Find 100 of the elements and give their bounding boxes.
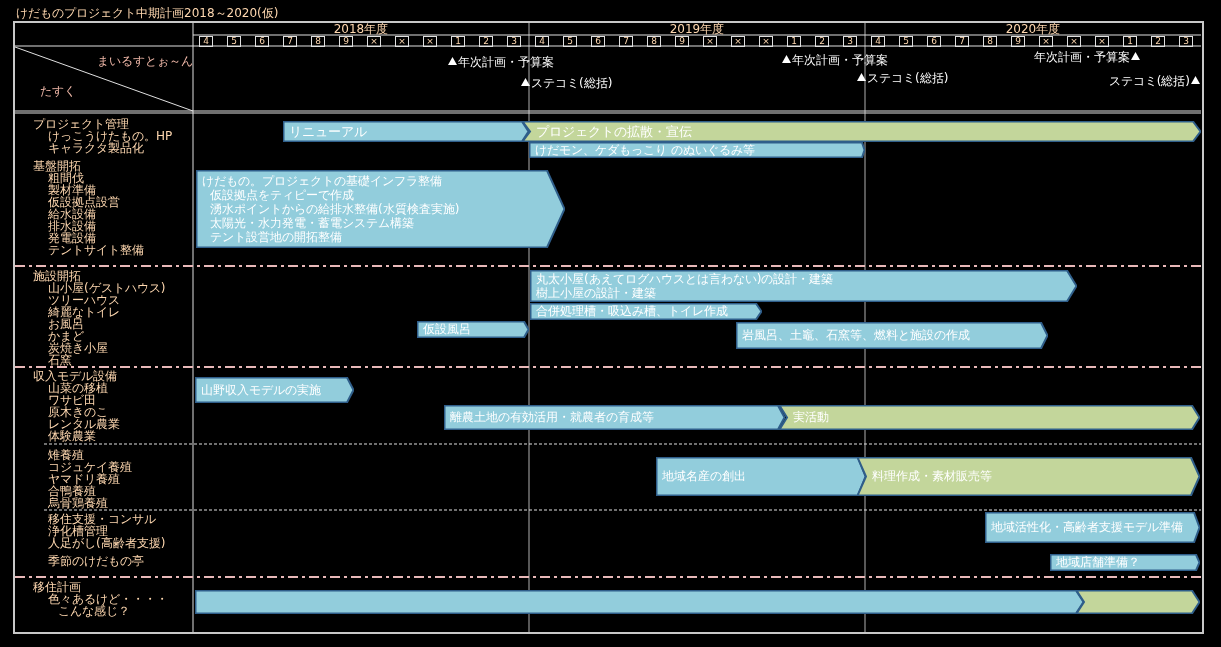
month-label: 3 [507,36,521,47]
fiscal-year-label: 2019年度 [668,23,726,35]
task-bar [195,377,354,403]
milestone-label: 年次計画・予算案 [458,55,554,69]
bar-label: 地域名産の創出 [662,469,747,484]
task-name: 移住計画 [33,581,81,593]
task-name: 発電設備 [48,232,96,244]
month-label: × [395,36,409,47]
month-label: 1 [787,36,801,47]
task-name: 製材準備 [48,184,96,196]
month-label: 8 [311,36,325,47]
task-name: 石窯 [48,354,72,366]
task-name: 季節のけだもの亭 [48,555,144,567]
task-name: 人足がし(高齢者支援) [48,537,166,549]
task-name: 仮設拠点設営 [48,196,120,208]
task-name: お風呂 [48,318,84,330]
month-label: 7 [955,36,969,47]
task-name: ツリーハウス [48,294,120,306]
task-bar [656,457,866,496]
task-bar [985,512,1200,543]
month-label: × [731,36,745,47]
bar-label: 仮設拠点をティピーで作成 [209,188,355,202]
task-name: 浄化槽管理 [48,525,108,537]
bar-label: 合併処理槽・吸込み槽、トイレ作成 [536,304,729,319]
month-label: 3 [843,36,857,47]
month-label: 3 [1179,36,1193,47]
month-label: × [759,36,773,47]
month-label: 2 [1151,36,1165,47]
bar-label: 実活動 [793,410,830,425]
task-bar [736,322,1048,349]
month-label: 6 [255,36,269,47]
task-name: 基盤開拓 [33,160,81,172]
bar-label: プロジェクトの拡散・宣伝 [536,124,693,139]
task-name: 体験農業 [48,430,96,442]
fiscal-year-label: 2018年度 [332,23,390,35]
fiscal-year-label: 2020年度 [1004,23,1062,35]
month-label: 5 [563,36,577,47]
month-label: 2 [479,36,493,47]
chart-title: けだものプロジェクト中期計画2018～2020(仮) [16,6,279,20]
month-label: 9 [339,36,353,47]
task-bar [779,405,1200,430]
month-label: × [1039,36,1053,47]
month-label: 6 [591,36,605,47]
milestone-label: 年次計画・予算案 [1034,50,1130,64]
month-label: 7 [619,36,633,47]
month-label: 9 [675,36,689,47]
task-bar [196,170,565,248]
month-label: 5 [899,36,913,47]
month-label: 1 [451,36,465,47]
bar-label: 岩風呂、土竈、石窯等、燃料と施設の作成 [742,328,971,343]
month-label: 5 [227,36,241,47]
task-name: 山菜の移植 [48,382,108,394]
milestone-label: ステコミ(総括) [531,76,613,90]
bar-label: けだモン、ケダもっこり のぬいぐるみ等 [535,142,756,158]
task-name: 施設開拓 [33,270,81,282]
bar-label: リニューアル [289,124,368,139]
milestone-label: 年次計画・予算案 [792,53,888,67]
task-name: けっこうけたもの。HP [48,130,173,142]
task-name: かまど [48,330,84,342]
month-label: × [1095,36,1109,47]
task-name: ヤマドリ養殖 [48,473,120,485]
bar-label: 山野収入モデルの実施 [201,382,322,398]
task-bar [1050,554,1200,571]
month-label: 1 [1123,36,1137,47]
month-label: 2 [815,36,829,47]
month-label: 4 [199,36,213,47]
task-name: 排水設備 [48,220,96,232]
task-bar [417,321,529,338]
task-name: キャラクタ製品化 [48,142,144,154]
bar-label: 太陽光・水力発電・蓄電システム構築 [209,216,415,230]
bar-label: 仮設風呂 [423,322,472,337]
task-name: 原木きのこ [48,406,108,418]
task-name: ワサビ田 [48,394,96,406]
month-label: 6 [927,36,941,47]
task-bar [283,121,529,142]
bar-label: 樹上小屋の設計・建築 [536,286,657,300]
month-label: × [703,36,717,47]
task-name: 給水設備 [48,208,96,220]
month-label: 7 [283,36,297,47]
task-name: レンタル農業 [48,418,120,430]
bar-label: 料理作成・素材販売等 [872,469,993,484]
column-header: まいるすとぉ～ん [97,54,193,68]
task-bar [444,405,785,430]
task-name: 合鴨養殖 [48,485,96,497]
row-header: たすく [40,84,76,98]
bar-label: 離農土地の有効活用・就農者の育成等 [450,410,655,425]
month-label: 4 [535,36,549,47]
task-name: プロジェクト管理 [33,118,129,130]
milestone-label: ステコミ(総括) [867,71,949,85]
task-name: こんな感じ？ [58,605,130,617]
task-name: コジュケイ養殖 [48,461,132,473]
month-label: 4 [871,36,885,47]
task-name: 移住支援・コンサル [48,513,156,525]
task-name: 炭焼き小屋 [48,342,108,354]
task-name: テントサイト整備 [48,244,144,256]
milestone-label: ステコミ(総括) [1108,74,1190,88]
task-name: 烏骨鶏養殖 [48,497,108,509]
bar-label: テント設営地の開拓整備 [209,230,343,244]
task-name: 収入モデル設備 [33,370,117,382]
bar-label: 湧水ポイントからの給排水整備(水質検査実施) [209,202,461,216]
